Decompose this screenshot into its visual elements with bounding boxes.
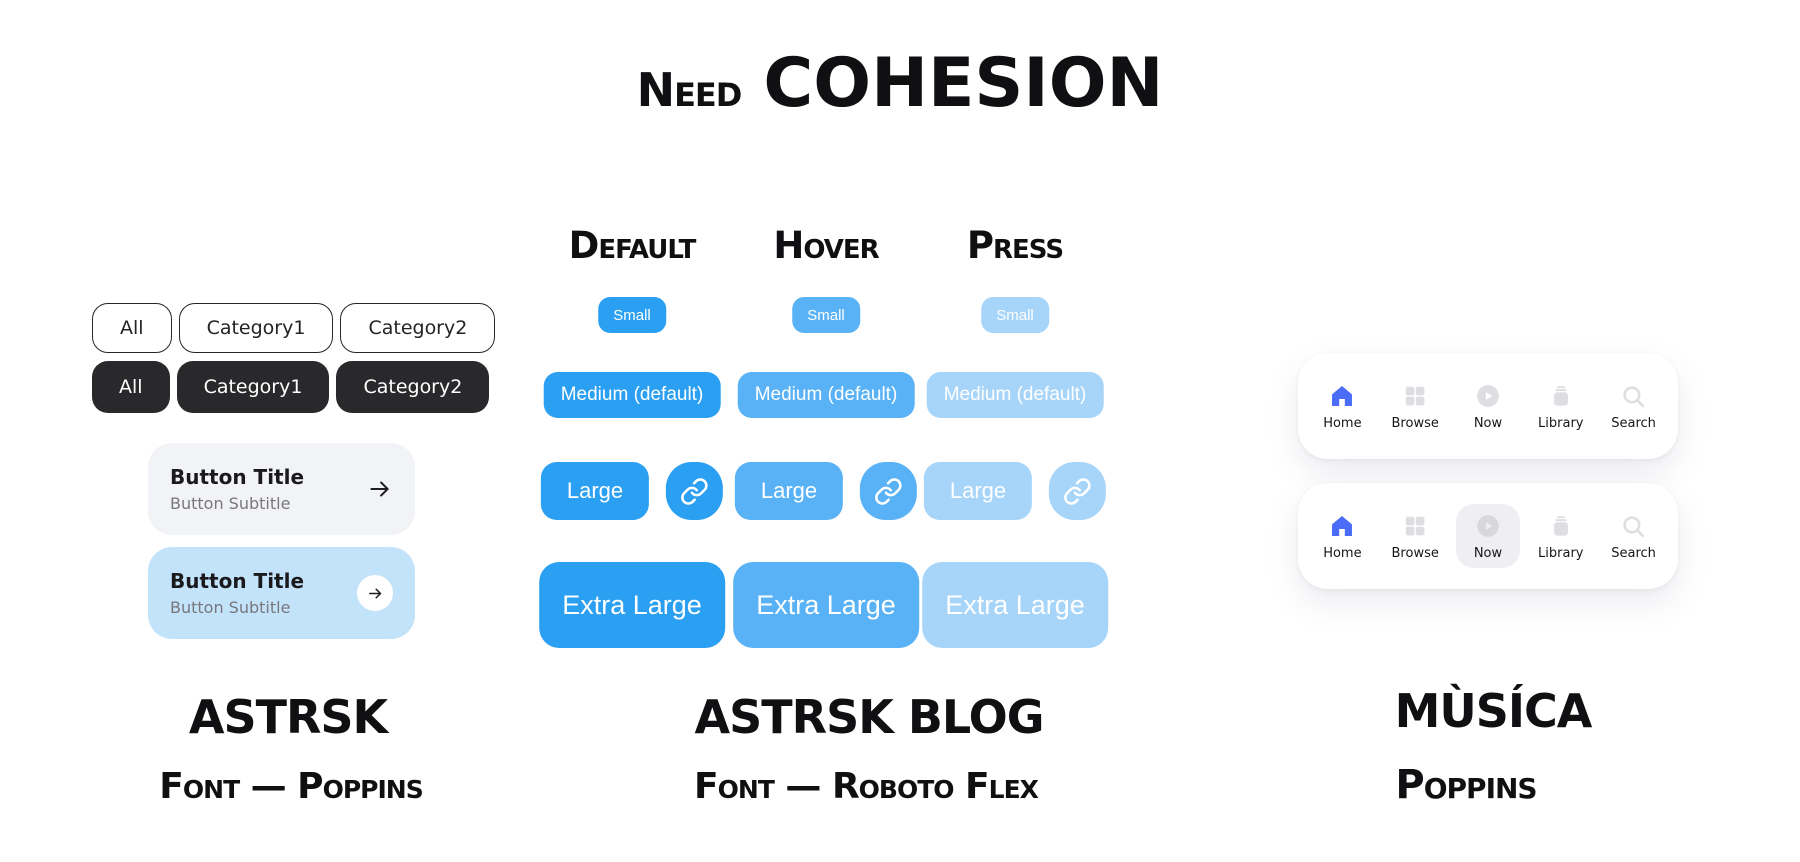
nav-item-home[interactable]: Home — [1310, 374, 1374, 438]
library-icon — [1548, 383, 1574, 409]
page-title-need: Need — [636, 63, 743, 117]
link-icon-button-press[interactable] — [1049, 462, 1107, 520]
nav-item-browse[interactable]: Browse — [1383, 504, 1447, 568]
small-button-default[interactable]: Small — [598, 297, 666, 333]
large-group-press: Large — [923, 462, 1107, 520]
browse-icon — [1402, 513, 1428, 539]
large-group-default: Large — [540, 462, 724, 520]
nav-label: Now — [1473, 546, 1503, 561]
music-navbar-default: Home Browse Now Library Search — [1298, 353, 1678, 459]
nav-label: Library — [1538, 546, 1584, 561]
search-icon — [1621, 383, 1647, 409]
button-card-blue-text: Button Title Button Subtitle — [170, 569, 357, 617]
xl-button-default[interactable]: Extra Large — [539, 562, 725, 648]
link-icon — [874, 477, 903, 506]
page-title-cohesion: COHESION — [763, 44, 1164, 123]
category-chips-filled: All Category1 Category2 — [92, 361, 490, 413]
nav-label: Browse — [1391, 416, 1439, 431]
link-icon-button-hover[interactable] — [860, 462, 918, 520]
medium-button-hover[interactable]: Medium (default) — [737, 372, 915, 418]
medium-button-press[interactable]: Medium (default) — [926, 372, 1104, 418]
button-card-title: Button Title — [170, 569, 305, 593]
app-name-astrsk: ASTRSK — [188, 690, 388, 744]
nav-item-home[interactable]: Home — [1310, 504, 1374, 568]
nav-label: Library — [1538, 416, 1584, 431]
app-name-astrsk-blog: ASTRSK BLOG — [694, 690, 1045, 744]
home-icon — [1329, 513, 1355, 539]
browse-icon — [1402, 383, 1428, 409]
chip-all-filled[interactable]: All — [92, 361, 170, 413]
arrow-right-icon — [367, 476, 393, 502]
small-button-press[interactable]: Small — [981, 297, 1049, 333]
search-icon — [1621, 513, 1647, 539]
home-icon — [1329, 383, 1355, 409]
now-playing-icon — [1475, 513, 1501, 539]
arrow-right-icon — [367, 585, 384, 602]
nav-label: Home — [1323, 546, 1362, 561]
button-card-title: Button Title — [170, 465, 305, 489]
button-card-subtitle: Button Subtitle — [170, 494, 291, 513]
state-header-default: Default — [568, 224, 697, 267]
medium-button-default[interactable]: Medium (default) — [543, 372, 721, 418]
music-navbar-pressed: Home Browse Now Library Search — [1298, 483, 1678, 589]
small-button-hover[interactable]: Small — [792, 297, 860, 333]
nav-item-search[interactable]: Search — [1602, 504, 1666, 568]
font-note-poppins-2: Poppins — [1395, 762, 1537, 808]
app-name-musica: MÙSÍCA — [1394, 684, 1593, 738]
chip-category2-outline[interactable]: Category2 — [340, 303, 496, 353]
nav-item-now[interactable]: Now — [1456, 374, 1520, 438]
chip-all-outline[interactable]: All — [92, 303, 172, 353]
font-note-roboto-flex: Font — Roboto Flex — [694, 766, 1039, 807]
xl-button-hover[interactable]: Extra Large — [733, 562, 919, 648]
state-header-press: Press — [966, 224, 1064, 267]
now-playing-icon — [1475, 383, 1501, 409]
nav-label: Now — [1473, 416, 1503, 431]
nav-label: Search — [1611, 546, 1656, 561]
chip-category1-filled[interactable]: Category1 — [176, 361, 330, 413]
nav-label: Search — [1611, 416, 1656, 431]
nav-item-library[interactable]: Library — [1529, 504, 1593, 568]
nav-item-search[interactable]: Search — [1602, 374, 1666, 438]
large-button-default[interactable]: Large — [540, 462, 650, 520]
library-icon — [1548, 513, 1574, 539]
arrow-circle-button[interactable] — [357, 575, 393, 611]
nav-label: Browse — [1391, 546, 1439, 561]
large-button-press[interactable]: Large — [923, 462, 1033, 520]
page-title: Need COHESION — [637, 44, 1164, 123]
nav-label: Home — [1323, 416, 1362, 431]
font-note-poppins: Font — Poppins — [159, 766, 423, 807]
button-card-subtitle: Button Subtitle — [170, 598, 291, 617]
category-chips-outline: All Category1 Category2 — [92, 303, 496, 353]
large-button-hover[interactable]: Large — [734, 462, 844, 520]
nav-item-now-pressed[interactable]: Now — [1455, 504, 1520, 568]
link-icon — [1063, 477, 1092, 506]
chip-category1-outline[interactable]: Category1 — [178, 303, 334, 353]
button-card-gray-text: Button Title Button Subtitle — [170, 465, 367, 513]
nav-item-library[interactable]: Library — [1529, 374, 1593, 438]
large-group-hover: Large — [734, 462, 918, 520]
button-card-gray[interactable]: Button Title Button Subtitle — [148, 443, 415, 535]
state-header-hover: Hover — [773, 224, 879, 267]
xl-button-press[interactable]: Extra Large — [922, 562, 1108, 648]
nav-item-browse[interactable]: Browse — [1383, 374, 1447, 438]
button-card-blue[interactable]: Button Title Button Subtitle — [148, 547, 415, 639]
link-icon-button-default[interactable] — [666, 462, 724, 520]
chip-category2-filled[interactable]: Category2 — [336, 361, 490, 413]
link-icon — [680, 477, 709, 506]
